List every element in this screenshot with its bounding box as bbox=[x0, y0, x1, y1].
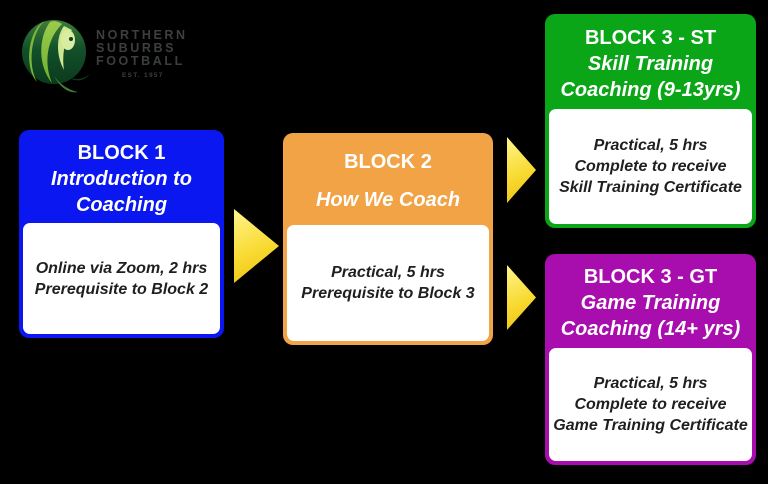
block-3-st-card: BLOCK 3 - ST Skill Training Coaching (9-… bbox=[545, 14, 756, 228]
block-3-st-body-line: Complete to receive bbox=[574, 158, 727, 175]
block-3-gt-body-line: Complete to receive bbox=[574, 396, 727, 413]
block-2-body-line: Practical, 5 hrs bbox=[331, 264, 445, 281]
logo-line-football: FOOTBALL bbox=[96, 54, 185, 68]
block-1-body: Online via Zoom, 2 hrs Prerequisite to B… bbox=[23, 223, 220, 334]
block-3-gt-title: BLOCK 3 - GT bbox=[583, 266, 718, 288]
block-1-body-line: Prerequisite to Block 2 bbox=[34, 280, 209, 298]
block-1-header: BLOCK 1 Introduction to Coaching bbox=[23, 134, 220, 223]
block-1-body-line: Online via Zoom, 2 hrs bbox=[35, 259, 208, 277]
logo-line-suburbs: SUBURBS bbox=[96, 41, 177, 55]
block-2-body-line: Prerequisite to Block 3 bbox=[301, 285, 475, 302]
block-3-st-header: BLOCK 3 - ST Skill Training Coaching (9-… bbox=[549, 18, 752, 109]
block-3-st-body-line: Practical, 5 hrs bbox=[593, 137, 708, 154]
block-3-st-body-line: Skill Training Certificate bbox=[559, 179, 742, 196]
block-3-st-subtitle: Skill Training Coaching (9-13yrs) bbox=[560, 52, 741, 101]
nsfa-logo-wordmark: NORTHERN SUBURBS FOOTBALL EST. 1957 bbox=[96, 28, 188, 80]
block-2-body: Practical, 5 hrs Prerequisite to Block 3 bbox=[287, 225, 489, 341]
block-1-title: BLOCK 1 bbox=[77, 141, 166, 164]
logo-established-text: EST. 1957 bbox=[122, 72, 164, 79]
block-1-subtitle: Introduction to Coaching bbox=[50, 167, 193, 216]
block-3-gt-body-line: Practical, 5 hrs bbox=[593, 375, 708, 392]
block-3-gt-header: BLOCK 3 - GT Game Training Coaching (14+… bbox=[549, 258, 752, 348]
block-3-gt-body-line: Game Training Certificate bbox=[553, 417, 748, 434]
arrow-block2-to-block3st-icon bbox=[507, 137, 536, 203]
nsfa-logo: NORTHERN SUBURBS FOOTBALL EST. 1957 bbox=[20, 12, 185, 98]
block-2-card: BLOCK 2 How We Coach Practical, 5 hrs Pr… bbox=[283, 133, 493, 345]
block-1-card: BLOCK 1 Introduction to Coaching Online … bbox=[19, 130, 224, 338]
arrow-block2-to-block3gt-icon bbox=[507, 265, 536, 330]
block-3-gt-subtitle: Game Training Coaching (14+ yrs) bbox=[560, 292, 741, 340]
block-3-st-body: Practical, 5 hrs Complete to receive Ski… bbox=[549, 109, 752, 224]
block-3-gt-card: BLOCK 3 - GT Game Training Coaching (14+… bbox=[545, 254, 756, 465]
nsfa-football-icon bbox=[22, 20, 90, 93]
arrow-block1-to-block2-icon bbox=[234, 209, 279, 283]
block-2-subtitle: How We Coach bbox=[315, 189, 461, 211]
block-2-title: BLOCK 2 bbox=[344, 151, 432, 173]
block-3-gt-body: Practical, 5 hrs Complete to receive Gam… bbox=[549, 348, 752, 461]
block-2-header: BLOCK 2 How We Coach bbox=[287, 137, 489, 225]
logo-line-northern: NORTHERN bbox=[96, 28, 188, 42]
block-3-st-title: BLOCK 3 - ST bbox=[584, 26, 717, 49]
